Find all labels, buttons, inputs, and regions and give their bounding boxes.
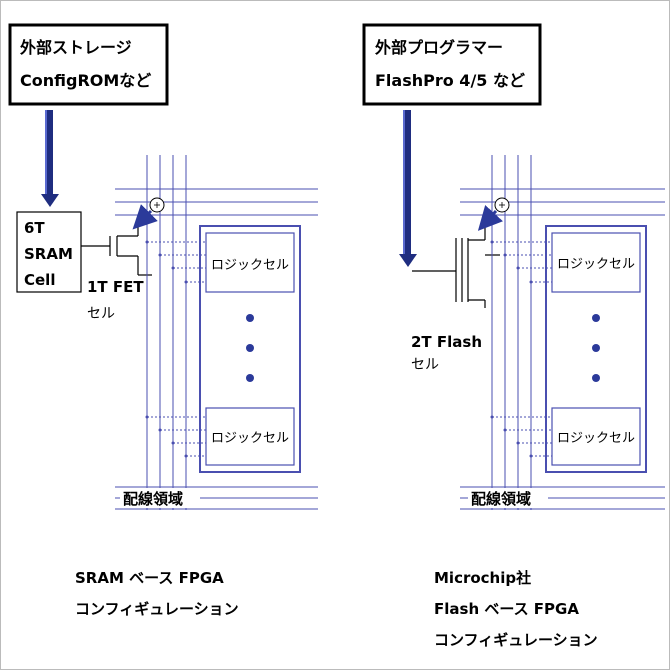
left-logic-block <box>199 225 301 473</box>
sram-cell-line3: Cell <box>24 271 55 289</box>
right-ellipsis-dots <box>592 314 600 382</box>
right-logic-block <box>545 225 647 473</box>
left-logic-cell-bottom-label: ロジックセル <box>211 431 289 446</box>
sram-cell-line2: SRAM <box>24 245 73 263</box>
left-source-box <box>8 23 169 106</box>
right-config-arrow <box>399 110 417 267</box>
right-caption-line3: コンフィギュレーション <box>434 631 598 649</box>
fet-transistor <box>81 218 152 276</box>
right-caption-line1: Microchip社 <box>434 569 531 587</box>
right-dotted-connections <box>492 241 552 457</box>
left-caption-line1: SRAM ベース FPGA <box>75 569 224 587</box>
left-panel: 外部ストレージ ConfigROMなど 6T SRAM Cell 1T FET … <box>8 23 318 618</box>
right-source-box <box>362 23 542 106</box>
flash-label: 2T Flash <box>411 333 482 351</box>
left-config-arrow <box>41 110 59 207</box>
right-source-line1: 外部プログラマー <box>374 38 503 57</box>
right-source-line2: FlashPro 4/5 など <box>375 71 525 90</box>
sram-cell-line1: 6T <box>24 219 45 237</box>
left-switch-arrow <box>132 204 158 230</box>
left-dotted-top <box>147 241 206 457</box>
left-logic-cell-top <box>205 232 295 293</box>
right-routing-label: 配線領域 <box>471 490 531 508</box>
left-caption-line2: コンフィギュレーション <box>75 600 239 618</box>
flash-sub-label: セル <box>411 357 439 373</box>
left-source-line2: ConfigROMなど <box>20 71 151 90</box>
left-logic-cell-top-label: ロジックセル <box>211 258 289 273</box>
right-caption-line2: Flash ベース FPGA <box>434 600 579 618</box>
flash-transistor <box>412 222 500 308</box>
right-logic-cell-bottom-label: ロジックセル <box>557 431 635 446</box>
left-logic-cell-bottom <box>205 407 295 466</box>
fet-label: 1T FET <box>87 278 144 296</box>
left-source-line1: 外部ストレージ <box>19 38 132 57</box>
right-logic-cell-bottom <box>551 407 641 466</box>
left-routing-label: 配線領域 <box>123 490 183 508</box>
right-panel: 外部プログラマー FlashPro 4/5 など 2T Flash セル <box>362 23 665 649</box>
right-logic-cell-top-label: ロジックセル <box>557 257 635 272</box>
fet-sub-label: セル <box>87 306 115 322</box>
right-switch-arrow <box>477 205 503 231</box>
left-ellipsis-dots <box>246 314 254 382</box>
sram-cell-box <box>16 211 82 293</box>
right-logic-cell-top <box>551 232 641 293</box>
